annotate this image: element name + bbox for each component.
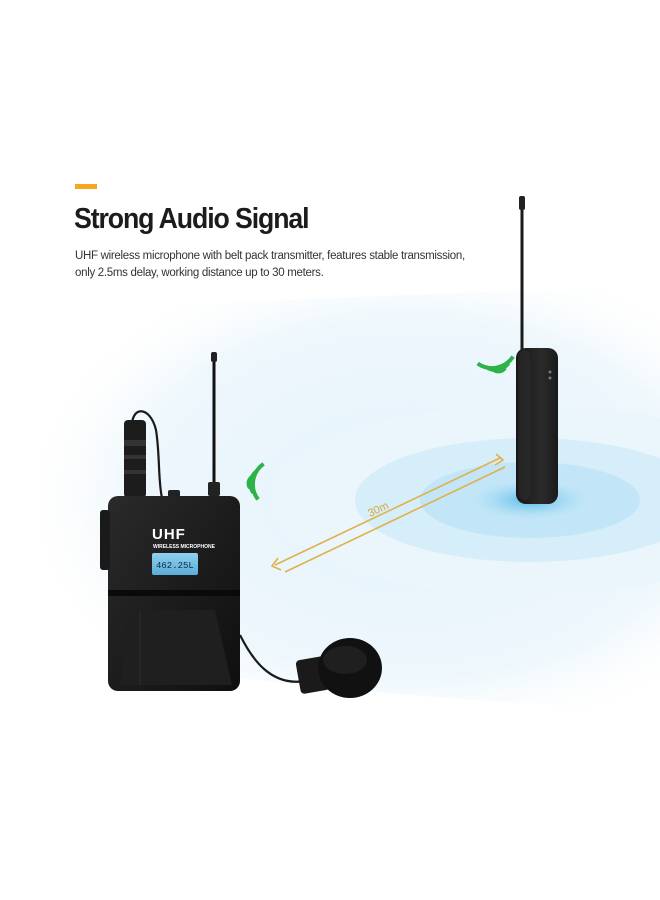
wireless-microphone-label: WIRELESS MICROPHONE [153, 544, 216, 550]
lavalier-microphone [295, 638, 382, 698]
signal-waves-icon [246, 462, 265, 501]
description-line-1: UHF wireless microphone with belt pack t… [75, 250, 465, 262]
headline: Strong Audio Signal [74, 203, 310, 235]
description: UHF wireless microphone with belt pack t… [75, 248, 495, 282]
accent-bar [75, 184, 97, 189]
lavalier-cable [239, 634, 311, 683]
mic-cable [130, 410, 164, 499]
description-line-2: only 2.5ms delay, working distance up to… [75, 267, 324, 279]
signal-waves-icon [476, 355, 515, 374]
distance-arrow [270, 453, 506, 573]
lcd-readout: 462.25L [156, 561, 194, 571]
lcd-screen [152, 553, 198, 575]
receiver [516, 196, 558, 504]
uhf-label: UHF [152, 526, 186, 543]
belt-pack-transmitter [100, 352, 240, 691]
